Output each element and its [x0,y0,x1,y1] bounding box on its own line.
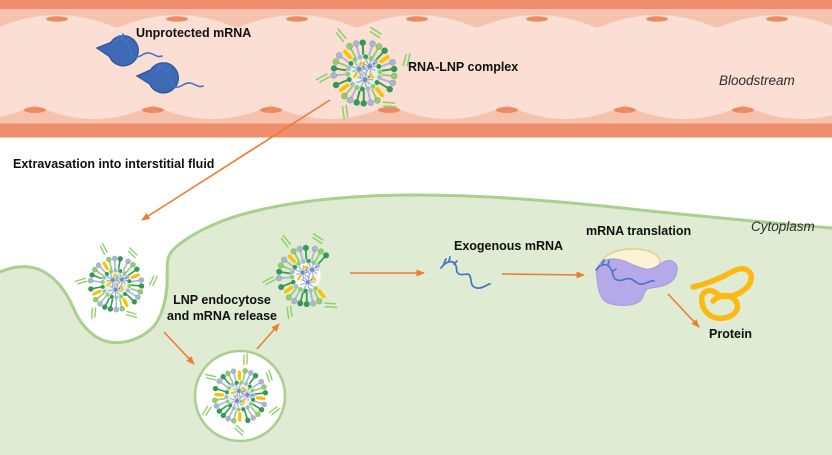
exogenous-mrna-label: Exogenous mRNA [454,239,564,253]
mrna-strand-icon [152,62,204,88]
translating-mrna-icon [595,259,655,285]
bloodstream-label: Bloodstream [719,73,795,88]
protein-icon [690,265,754,322]
rna-lnp-complex-graphic [315,26,411,120]
endocytose-label: LNP endocytose and mRNA release [156,292,288,324]
cytoplasm-label: Cytoplasm [751,219,815,234]
lnp-in-endosome-graphic [201,353,281,437]
mrna-translation-label: mRNA translation [586,224,692,238]
ribosome [595,248,678,306]
protein-label: Protein [709,327,753,341]
cell-body [0,195,832,455]
unprotected-mrna-label: Unprotected mRNA [136,26,252,40]
flow-arrows [141,99,700,365]
arrow-endocytosis [163,331,195,365]
rna-lnp-complex-label: RNA-LNP complex [408,60,519,74]
endocytose-label-line1: LNP endocytose [173,293,271,307]
extravasation-label: Extravasation into interstitial fluid [13,157,215,171]
arrow-to-protein [667,293,700,328]
lnp-at-membrane-graphic [74,242,158,319]
lnp-releasing-graphic [261,232,338,320]
blood-vessel [0,0,832,138]
arrow-to-ribosome [501,271,585,279]
endocytose-label-line2: and mRNA release [167,309,277,323]
cell-membrane [0,193,832,345]
rnase-enzymes [95,33,204,94]
mrna-strand-icon [111,33,163,58]
arrow-endosome-escape [256,323,280,350]
exogenous-mrna-icon [440,256,491,289]
arrow-extravasation [141,99,331,221]
cell-cytoplasm [0,193,832,455]
